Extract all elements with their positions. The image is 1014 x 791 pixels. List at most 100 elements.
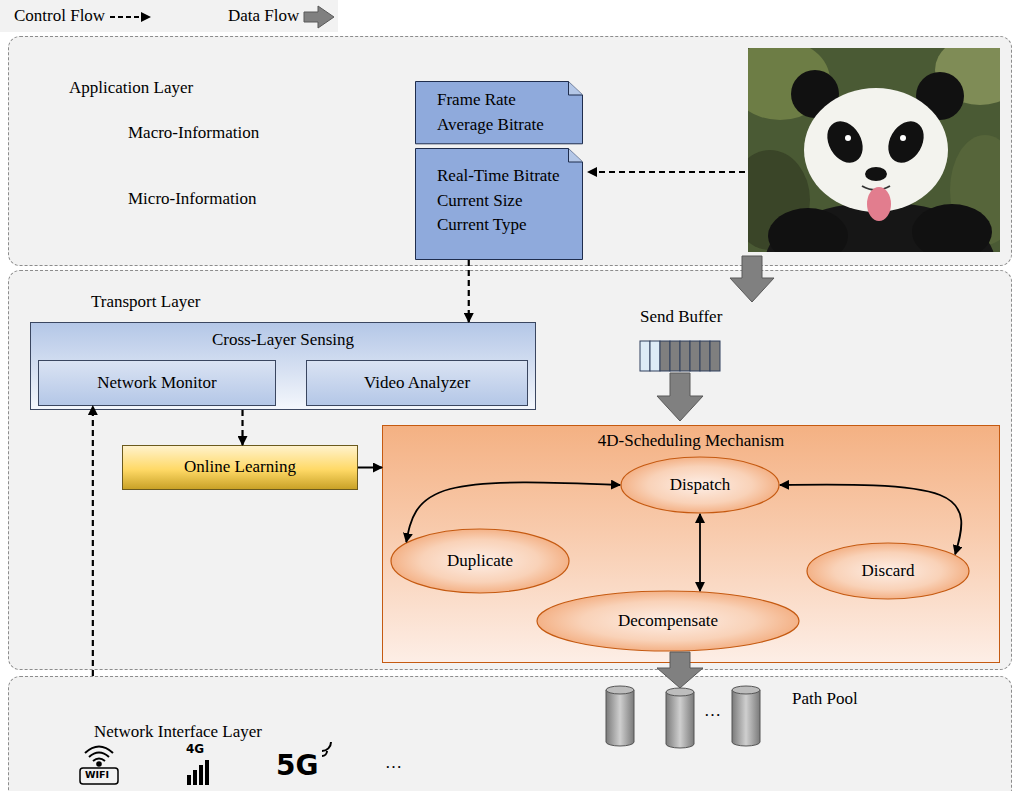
panda-photo <box>748 150 810 250</box>
panda-photo <box>862 186 890 190</box>
legend-samples <box>110 6 334 28</box>
path-cylinders <box>606 686 634 694</box>
box-label: 4D-Scheduling Mechanism <box>598 430 785 452</box>
panda-photo <box>912 204 992 252</box>
process-box: Online Learning <box>122 445 358 490</box>
panda-photo <box>950 135 1000 245</box>
panda-photo <box>791 70 839 118</box>
path-cylinders <box>666 688 694 696</box>
panda-photo <box>748 48 1000 252</box>
process-box: Network Monitor <box>38 360 276 406</box>
scheduling-arrow <box>406 482 620 542</box>
control-flow-arrow <box>468 260 470 322</box>
card-fold <box>569 82 583 96</box>
path-cylinders <box>732 690 760 746</box>
panda-photo <box>881 115 931 169</box>
box-label: Online Learning <box>184 456 296 478</box>
control-flow-arrow <box>92 406 94 676</box>
ellipse-outline <box>807 543 969 599</box>
box-label: Cross-Layer Sensing <box>212 329 354 351</box>
legend-text: Data Flow <box>228 5 299 27</box>
box-label: Decompensate <box>618 610 718 632</box>
ellipse-outline <box>537 591 799 651</box>
layer-band: Application LayerFrame RateAverage Bitra… <box>8 36 1012 266</box>
info-item: Average Bitrate <box>437 113 544 138</box>
control-flow-sample <box>110 16 150 18</box>
4g-icon-text: 4G <box>186 743 204 757</box>
wifi-icon <box>80 747 118 785</box>
legend-text: Control Flow <box>14 5 105 27</box>
label-holder: Macro-Information <box>128 122 259 144</box>
5g-icon-text: 5G <box>276 750 318 782</box>
panda-photo <box>935 48 1000 105</box>
card-outline <box>416 149 583 260</box>
wifi-icon <box>97 762 101 766</box>
box-label: Discard <box>862 560 915 582</box>
path-cylinders <box>606 690 634 746</box>
scheduling-arrow <box>699 514 701 591</box>
panda-photo <box>867 187 891 221</box>
info-item: Current Size <box>437 189 522 214</box>
scheduling-arrow <box>780 485 961 555</box>
5g-waves-icon <box>322 742 331 756</box>
data-flow-sample <box>304 6 334 28</box>
control-flow-arrow <box>241 410 243 445</box>
info-card: Real-Time BitrateCurrent SizeCurrent Typ… <box>415 148 583 260</box>
process-box: Video Analyzer <box>306 360 528 406</box>
panda-photo <box>865 167 887 181</box>
panda-photo <box>765 202 995 252</box>
send-buffer <box>700 341 710 371</box>
path-cylinders <box>666 692 694 748</box>
path-cylinders <box>606 686 760 748</box>
panda-photo <box>900 135 906 141</box>
info-level-label: Micro-Information <box>128 188 256 210</box>
send-buffer <box>690 341 700 371</box>
signal-bars-icon <box>193 770 197 785</box>
legend-item: Data Flow <box>228 5 299 27</box>
send-buffer <box>640 341 720 371</box>
info-item: Current Type <box>437 213 527 238</box>
data-flow-arrow <box>730 256 774 302</box>
send-buffer <box>640 341 650 371</box>
label-holder: Send Buffer <box>640 306 722 328</box>
send-buffer <box>710 341 720 371</box>
send-buffer <box>680 341 690 371</box>
label-holder: Path Pool <box>792 688 858 710</box>
label-holder: 4G <box>186 743 204 757</box>
layer-heading: Application Layer <box>69 77 193 99</box>
info-item: Frame Rate <box>437 88 516 113</box>
ellipse-outline <box>621 457 779 513</box>
panda-photo <box>748 48 830 120</box>
data-flow-arrow <box>657 652 703 688</box>
wifi-icon-text: WIFI <box>85 770 109 781</box>
path-cylinders <box>732 686 760 694</box>
action-ellipse: Discard <box>806 542 970 600</box>
panda-photo <box>845 135 851 141</box>
data-flow-arrow <box>657 373 703 421</box>
panda-photo <box>820 115 870 169</box>
label-holder: Micro-Information <box>128 188 256 210</box>
info-card: Frame RateAverage Bitrate <box>415 81 583 144</box>
action-ellipse: Dispatch <box>620 456 780 514</box>
action-ellipse: Decompensate <box>536 590 800 652</box>
layer-band: Transport LayerCross-Layer SensingNetwor… <box>8 270 1012 670</box>
info-level-label: Macro-Information <box>128 122 259 144</box>
wifi-icon <box>89 753 109 758</box>
buffer-label: Send Buffer <box>640 306 722 328</box>
panda-photo <box>748 48 1000 252</box>
label-holder: … <box>385 752 402 774</box>
signal-bars-icon <box>205 760 209 785</box>
send-buffer <box>670 341 680 371</box>
wifi-icon <box>93 759 105 762</box>
ellipsis: … <box>385 752 402 774</box>
send-buffer <box>650 341 660 371</box>
action-ellipse: Duplicate <box>390 528 570 594</box>
module-box: 4D-Scheduling MechanismDispatchDuplicate… <box>382 425 1000 663</box>
control-flow-arrow <box>588 171 745 173</box>
box-label: Duplicate <box>447 550 513 572</box>
layer-heading: Network Interface Layer <box>94 721 262 743</box>
wifi-icon <box>80 768 118 784</box>
scheduling-arrow <box>358 467 382 469</box>
panda-photo <box>916 72 964 120</box>
